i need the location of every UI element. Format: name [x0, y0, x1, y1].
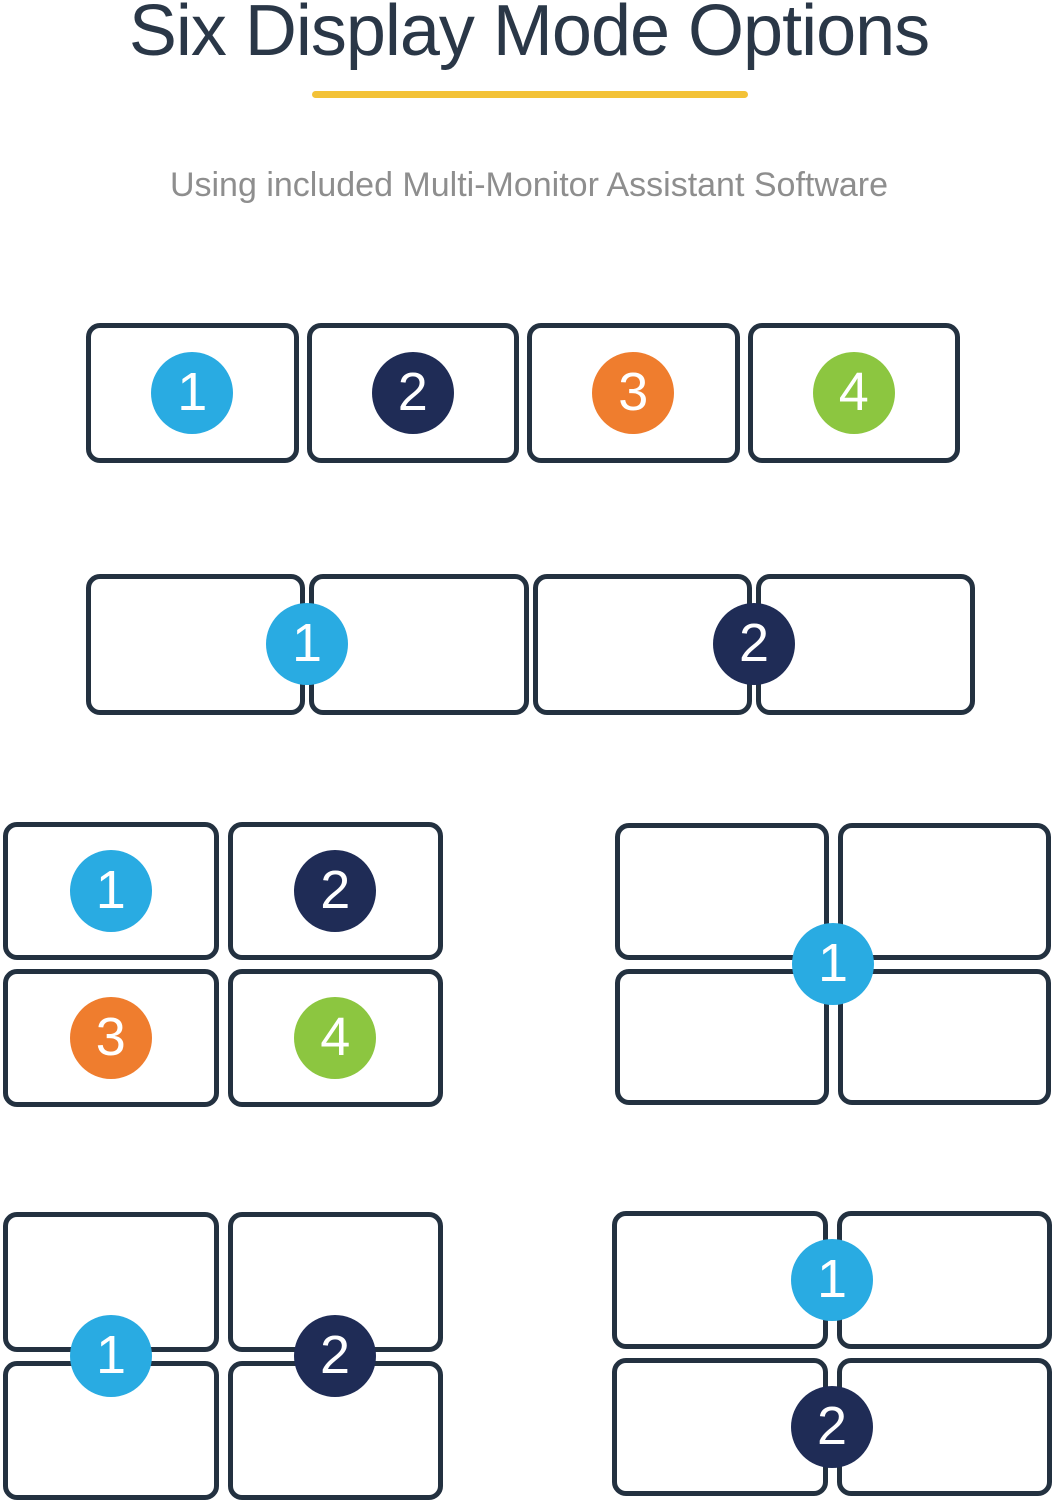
mode-spanned-columns-grid: 1 2 [3, 1212, 443, 1500]
monitor: 3 [527, 323, 740, 463]
display-2-badge-icon: 2 [371, 352, 454, 434]
display-4-badge-icon: 4 [294, 997, 377, 1079]
monitor: 1 [86, 323, 299, 463]
monitor: 1 [3, 822, 219, 960]
page-title: Six Display Mode Options [128, 0, 930, 71]
mode-extended-four-row: 1 2 3 4 [86, 323, 960, 463]
display-1-badge-icon: 1 [151, 352, 234, 434]
display-1-badge-icon: 1 [792, 923, 874, 1005]
monitor [615, 968, 829, 1105]
display-4-badge-icon: 4 [812, 352, 895, 434]
display-2-badge-icon: 2 [294, 850, 377, 932]
monitor: 4 [227, 969, 443, 1107]
monitor [837, 823, 1051, 960]
display-3-badge-icon: 3 [592, 352, 675, 434]
monitor [837, 968, 1051, 1105]
mode-spanned-pairs-row: 1 2 [86, 574, 975, 715]
display-2-badge-icon: 2 [713, 603, 795, 685]
display-2-badge-icon: 2 [294, 1315, 376, 1397]
page-subtitle: Using included Multi-Monitor Assistant S… [169, 166, 889, 204]
monitor: 2 [227, 822, 443, 960]
mode-spanned-rows-grid: 1 2 [612, 1211, 1052, 1496]
monitor: 2 [306, 323, 519, 463]
mode-spanned-grid: 1 [615, 823, 1051, 1105]
display-1-badge-icon: 1 [70, 1315, 152, 1397]
monitor: 3 [3, 969, 219, 1107]
monitor [615, 823, 829, 960]
mode-extended-grid: 1 2 3 4 [3, 822, 443, 1107]
monitor: 4 [747, 323, 960, 463]
display-1-badge-icon: 1 [266, 603, 348, 685]
title-underline [312, 91, 748, 98]
display-1-badge-icon: 1 [791, 1239, 873, 1321]
display-3-badge-icon: 3 [69, 997, 152, 1079]
display-2-badge-icon: 2 [791, 1386, 873, 1468]
display-1-badge-icon: 1 [69, 850, 152, 932]
